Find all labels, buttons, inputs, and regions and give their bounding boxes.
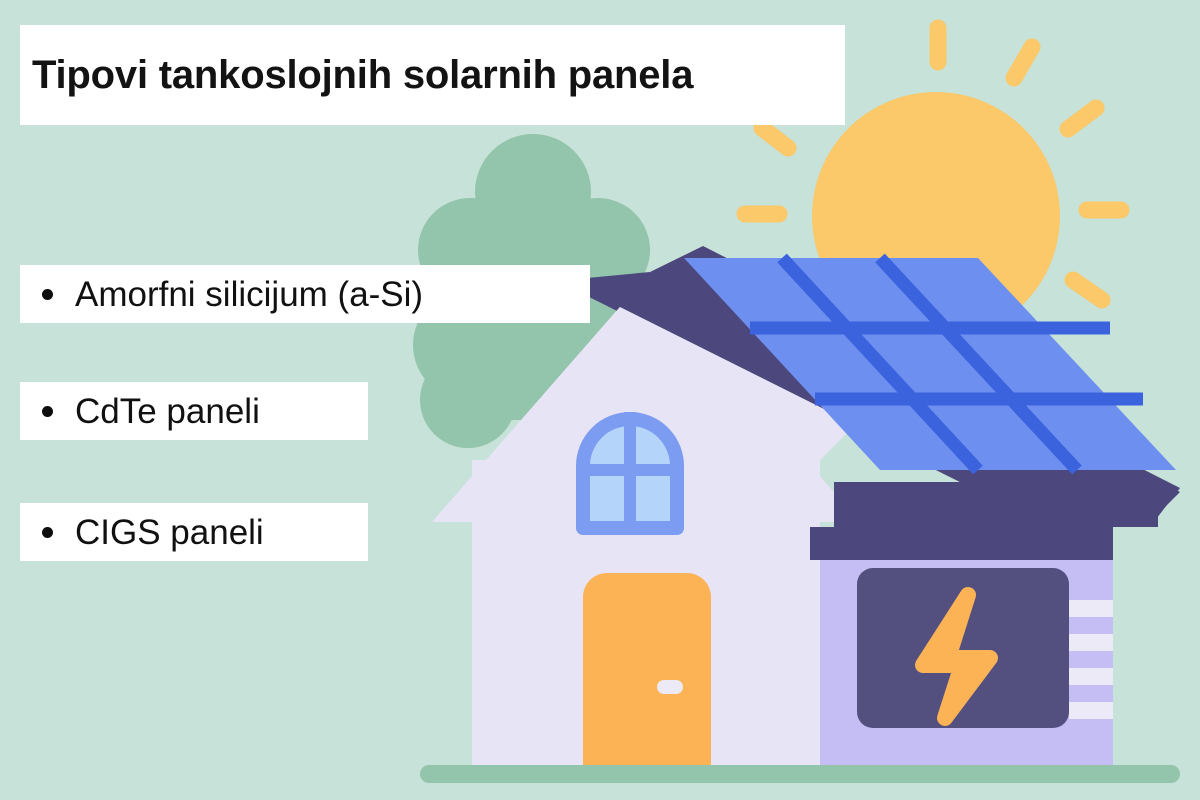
bullet-item-1: CdTe paneli: [20, 382, 368, 440]
sun-ray-upper-left: [753, 119, 797, 157]
sun-ray-upper-right: [1059, 99, 1105, 138]
bullet-marker-icon: [42, 405, 53, 417]
bullet-label-1: CdTe paneli: [75, 391, 260, 431]
solar-grid-lines: [750, 253, 1143, 475]
lightning-bolt-icon: [915, 587, 998, 726]
wall-stripe-3: [1069, 668, 1113, 685]
page-title: Tipovi tankoslojnih solarnih panela: [32, 53, 694, 97]
bullet-label-2: CIGS paneli: [75, 512, 264, 552]
electricity-meter[interactable]: [857, 568, 1069, 728]
bullet-item-2: CIGS paneli: [20, 503, 368, 561]
wall-stripes: [1069, 600, 1113, 719]
door-handle[interactable]: [657, 680, 683, 694]
arched-window-icon: [576, 412, 684, 535]
solar-grid-diag-2: [875, 253, 1082, 475]
bullet-marker-icon: [42, 526, 53, 538]
meter-box[interactable]: [857, 568, 1069, 728]
wall-stripe-2: [1069, 634, 1113, 651]
front-door[interactable]: [583, 573, 711, 767]
door-panel[interactable]: [583, 573, 711, 767]
roof-eave-right: [810, 527, 1113, 560]
solar-panel-face: [684, 258, 1176, 470]
solar-grid-diag-1: [777, 253, 983, 475]
title-box: Tipovi tankoslojnih solarnih panela: [20, 25, 845, 125]
bullet-marker-icon: [42, 288, 53, 300]
bullet-item-0: Amorfni silicijum (a-Si): [20, 265, 590, 323]
solar-panel: [684, 253, 1176, 475]
roof-lower-band: [834, 482, 1158, 527]
wall-stripe-4: [1069, 702, 1113, 719]
sun-ray-top-right: [1005, 38, 1041, 87]
ground-bar: [420, 765, 1180, 783]
sun-ray-lower-right: [1064, 271, 1111, 309]
wall-stripe-1: [1069, 600, 1113, 617]
bullet-label-0: Amorfni silicijum (a-Si): [75, 274, 424, 314]
